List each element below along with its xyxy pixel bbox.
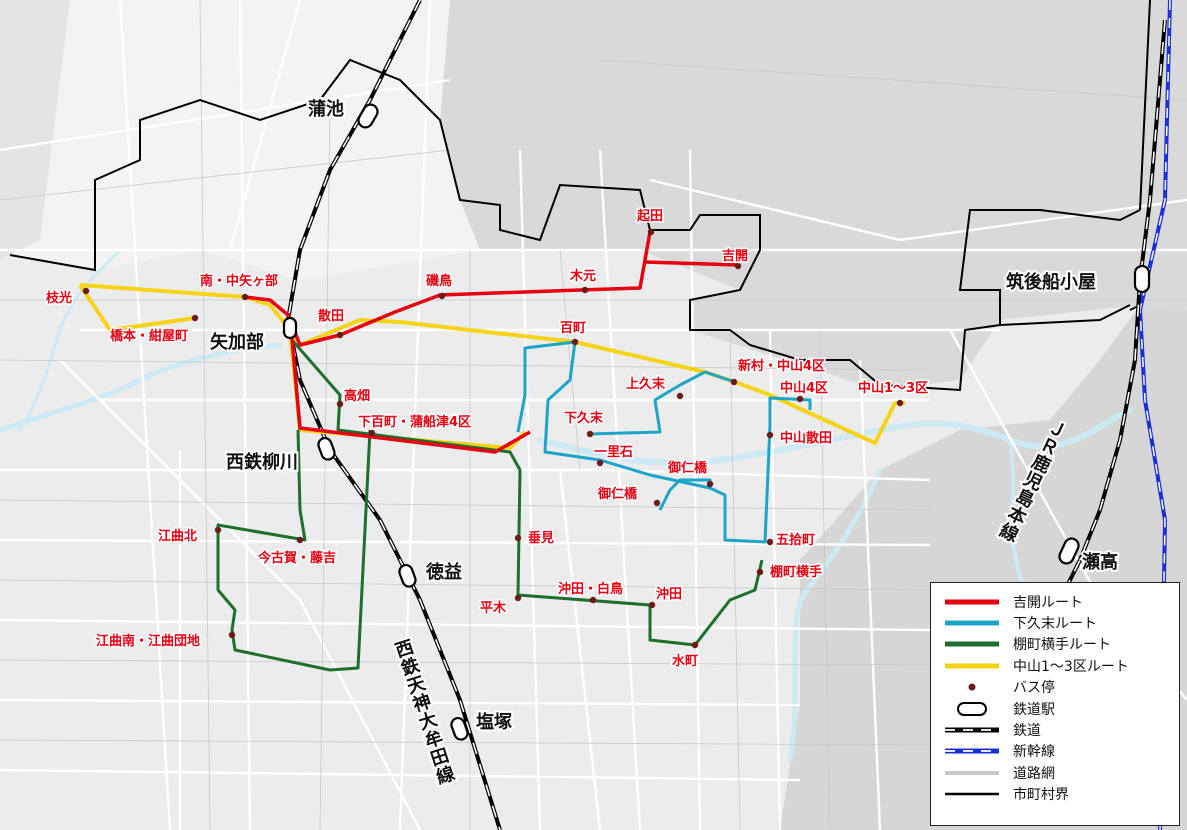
stop-label-takabatake: 高畑	[344, 388, 370, 404]
station-setaka-marker	[1058, 537, 1080, 565]
station-kamachi-marker	[357, 103, 379, 129]
stop-label-yoshigai: 吉開	[722, 249, 748, 264]
stop-label-okita-shiratori: 沖田・白鳥	[558, 581, 623, 597]
legend-label: 下久末ルート	[1013, 616, 1097, 633]
legend-item-tanamachi-route: 棚町横手ルート	[941, 634, 1169, 655]
station-label-kamachi: 蒲池	[308, 98, 344, 120]
legend-item-station: 鉄道駅	[941, 698, 1169, 719]
legend-item-shinkansen: 新幹線	[941, 741, 1169, 762]
stop-label-emagari-minami-danchi: 江曲南・江曲団地	[96, 633, 200, 649]
municipal-boundaries	[9, 0, 1151, 392]
stop-label-okita: 沖田	[656, 586, 682, 602]
area-west	[0, 0, 70, 260]
stop-label-gojucho: 五拾町	[776, 532, 815, 548]
stop-label-kimoto: 木元	[569, 268, 596, 284]
legend-label: バス停	[1013, 680, 1055, 697]
stop-label-hashimoto-konyamachi: 橋本・紺屋町	[110, 328, 188, 344]
station-label-nishitetsu-yanagawa: 西鉄柳川	[226, 451, 298, 473]
stop-label-isotori: 磯鳥	[426, 273, 452, 289]
station-shiozuka-marker	[450, 717, 469, 741]
legend-label: 道路網	[1013, 765, 1055, 782]
stop-label-ichiriishi: 一里石	[594, 445, 633, 460]
legend-label: 鉄道	[1013, 723, 1041, 740]
stop-label-tanamachi-yokote: 棚町横手	[770, 564, 822, 580]
legend-item-shimokusue-route: 下久末ルート	[941, 612, 1169, 633]
legend-label: 吉開ルート	[1013, 594, 1083, 611]
legend-label: 市町村界	[1013, 787, 1069, 804]
legend-item-bus-stop: バス停	[941, 677, 1169, 698]
bus-stops	[82, 228, 904, 649]
stop-label-okida: 起田	[636, 208, 663, 224]
stop-label-edamitsu: 枝光	[45, 290, 72, 306]
stop-label-mizumachi: 水町	[672, 653, 698, 669]
stop-label-imakoga-fujiyoshi: 今古賀・藤吉	[257, 550, 336, 566]
nishitetsu-line	[285, 0, 502, 830]
stop-label-emagari-kita: 江曲北	[158, 528, 197, 544]
station-label-chikugo-funagoya: 筑後船小屋	[1006, 271, 1096, 293]
station-label-setaka: 瀬高	[1082, 551, 1118, 573]
legend-item-railway: 鉄道	[941, 719, 1169, 740]
stop-label-shimokusue: 下久末	[564, 410, 604, 426]
area-north-central	[10, 0, 480, 280]
legend-item-nakayama-route: 中山1～3区ルート	[941, 655, 1169, 676]
station-nishitetsu-yanagawa-marker	[317, 437, 336, 461]
station-label-tokumasu: 徳益	[425, 561, 462, 583]
stop-label-hiraki: 平木	[480, 600, 507, 616]
legend-item-boundary: 市町村界	[941, 784, 1169, 805]
stop-label-shimohyakucho-kamafunatsu4: 下百町・蒲船津4区	[358, 414, 471, 430]
map-legend: 吉開ルート 下久末ルート 棚町横手ルート 中山1～3区ルート バス停 鉄道駅 鉄…	[930, 582, 1180, 826]
stop-label-nakayama4: 中山4区	[780, 380, 828, 396]
stop-label-hyakucho: 百町	[560, 321, 586, 336]
legend-label: 中山1～3区ルート	[1013, 658, 1129, 675]
legend-label: 棚町横手ルート	[1013, 637, 1111, 654]
legend-label: 鉄道駅	[1013, 701, 1055, 718]
stop-label-nakayama1-3: 中山1～3区	[858, 380, 928, 396]
stop-label-shinmura-nakayama4: 新村・中山4区	[738, 358, 825, 374]
shinkansen-line	[1137, 0, 1172, 830]
stop-label-ninbashi-1: 御仁橋	[667, 460, 708, 476]
stop-label-sanda: 散田	[318, 308, 344, 324]
stop-label-nakayama-sanda: 中山散田	[780, 430, 832, 446]
stop-label-minami-nakayakabe: 南・中矢ヶ部	[200, 273, 278, 289]
station-tokumasu-marker	[398, 564, 417, 588]
legend-label: 新幹線	[1013, 744, 1055, 761]
station-label-shiozuka: 塩塚	[476, 711, 512, 733]
stop-label-kamikusue: 上久末	[626, 376, 666, 392]
legend-item-road-network: 道路網	[941, 762, 1169, 783]
legend-item-yoshigai-route: 吉開ルート	[941, 591, 1169, 612]
stop-label-tarumi: 垂見	[528, 530, 554, 546]
station-chikugo-funagoya-marker	[1133, 264, 1151, 294]
station-yakabe-marker	[282, 316, 298, 340]
stop-label-ninbashi-2: 御仁橋	[597, 486, 638, 502]
route-yoshigai	[244, 231, 739, 454]
station-label-yakabe: 矢加部	[210, 331, 264, 353]
station-markers	[282, 103, 1151, 741]
